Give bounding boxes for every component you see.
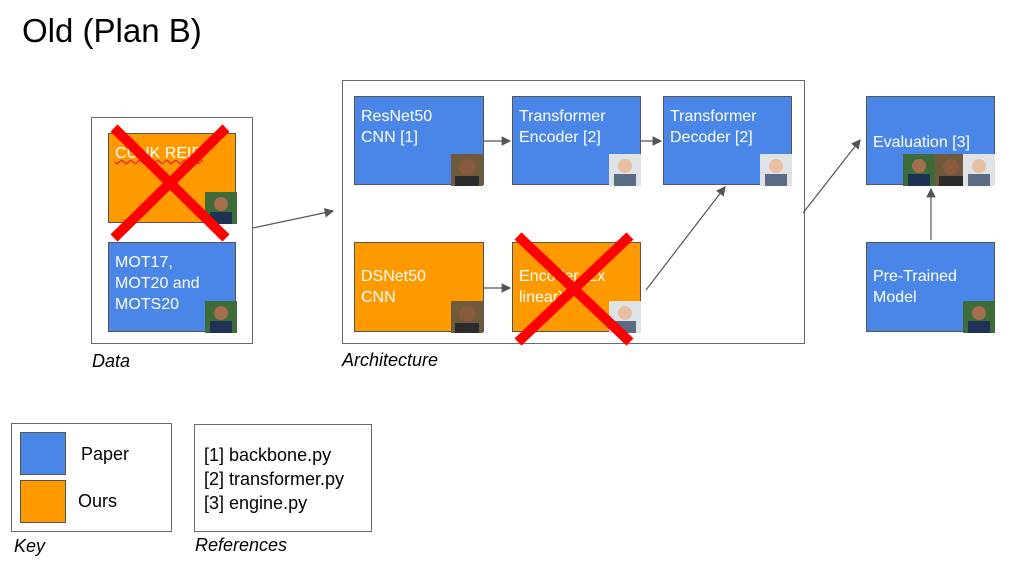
evaluation-box: Evaluation [3] — [866, 96, 995, 186]
dsnet-box: DSNet50 CNN — [354, 242, 484, 333]
person-photo-icon — [609, 301, 641, 333]
person-photo-icon — [205, 192, 237, 224]
reference-line: [3] engine.py — [204, 493, 308, 513]
encoder-line-2: Encoder [2] — [519, 129, 601, 146]
ours-swatch — [20, 480, 66, 523]
person-photo-icon — [903, 154, 935, 186]
decoder-line-1: Transformer — [670, 108, 757, 125]
resnet-line-1: ResNet50 — [361, 108, 433, 125]
dsnet-line-2: CNN — [361, 289, 396, 306]
person-photo-icon — [205, 301, 237, 333]
ours-label: Ours — [78, 491, 118, 511]
mot-line-2: MOT20 and — [115, 275, 200, 292]
person-photo-icon — [451, 154, 483, 186]
references-caption: References — [195, 535, 288, 555]
architecture-caption: Architecture — [342, 350, 439, 370]
crossed-dataset-box: CUHK REID — [108, 133, 237, 224]
slide-title: Old (Plan B) — [22, 12, 202, 49]
mot-line-3: MOTS20 — [115, 296, 180, 313]
key-caption: Key — [14, 536, 46, 556]
arrow-icon — [802, 139, 861, 214]
person-photo-icon — [451, 301, 483, 333]
data-caption: Data — [92, 351, 131, 371]
mot-dataset-box: MOT17, MOT20 and MOTS20 — [108, 242, 237, 333]
crossed-encoder-box: Encoder (2x linear) — [512, 242, 641, 333]
resnet-line-2: CNN [1] — [361, 129, 418, 146]
pretrained-model-box: Pre-Trained Model — [866, 242, 995, 333]
paper-label: Paper — [81, 444, 130, 464]
person-photo-icon — [963, 154, 995, 186]
mot-line-1: MOT17, — [115, 254, 173, 271]
crossed-encoder-line-1: Encoder (2x — [519, 268, 606, 285]
person-photo-icon — [963, 301, 995, 333]
transformer-encoder-box: Transformer Encoder [2] — [512, 96, 641, 186]
pretrained-line-2: Model — [873, 289, 917, 306]
references-frame — [194, 424, 372, 532]
resnet-box: ResNet50 CNN [1] — [354, 96, 484, 186]
evaluation-label: Evaluation [3] — [873, 134, 970, 151]
person-photo-icon — [609, 154, 641, 186]
transformer-decoder-box: Transformer Decoder [2] — [663, 96, 792, 186]
paper-swatch — [20, 432, 66, 475]
reference-line: [1] backbone.py — [204, 445, 332, 465]
reference-line: [2] transformer.py — [204, 469, 345, 489]
encoder-line-1: Transformer — [519, 108, 606, 125]
crossed-dataset-label: CUHK REID — [115, 145, 204, 162]
dsnet-line-1: DSNet50 — [361, 268, 426, 285]
pretrained-line-1: Pre-Trained — [873, 268, 957, 285]
arrow-icon — [252, 208, 335, 229]
person-photo-icon — [935, 154, 967, 186]
person-photo-icon — [760, 154, 792, 186]
decoder-line-2: Decoder [2] — [670, 129, 753, 146]
references-list: [1] backbone.py [2] transformer.py [3] e… — [204, 443, 344, 515]
